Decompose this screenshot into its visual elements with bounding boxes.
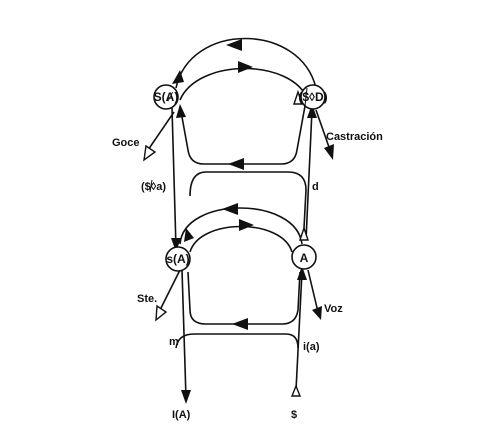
- upper-inner-arc: [179, 67, 309, 101]
- ste-open-arrowhead: [155, 304, 168, 322]
- arrowhead-up-to-a: [297, 266, 307, 280]
- node-a-label: A: [300, 251, 309, 265]
- goce-open-arrowhead: [143, 144, 157, 162]
- arrowhead-upper-frame-left-top: [176, 104, 186, 118]
- vector-s-barred-a-to-s-a: [171, 107, 177, 249]
- node-s-a-label: s(A): [166, 252, 189, 266]
- upper-frame-left: [179, 105, 238, 165]
- arrowhead-castracion: [324, 144, 334, 160]
- vector-a-to-barred-s-lozenge-d: [305, 109, 313, 241]
- arrowhead-upper-frame-bottom: [228, 158, 244, 170]
- label-m: m: [169, 336, 179, 348]
- label-barred-s-group: $: [291, 409, 297, 421]
- node-s-barred-a-label: S(Ⱥ): [154, 90, 179, 104]
- arrowhead-lower-left-end: [184, 228, 194, 242]
- node-barred-s-lozenge-d-label: ($◊D): [298, 90, 327, 104]
- arrowhead-upper-left-end: [172, 70, 184, 84]
- arrowhead-down-to-i-a: [181, 390, 191, 404]
- label-i-capital-a: I(A): [172, 409, 191, 421]
- vector-s-a-to-i-a: [181, 269, 187, 399]
- node-s-barred-a: S(Ⱥ): [153, 84, 179, 110]
- arrowhead-lower-inner: [239, 219, 254, 231]
- upper-frame-right: [238, 105, 306, 165]
- label-voz: Voz: [324, 303, 343, 315]
- arrowhead-lower-frame-bottom: [232, 318, 248, 330]
- label-barred-s-stroke: [149, 179, 153, 193]
- arrowhead-upper-outer: [226, 39, 242, 51]
- vector-barred-s-to-a: [295, 271, 303, 391]
- label-d: d: [312, 181, 319, 193]
- barred-s-stroke: [304, 87, 308, 107]
- bottom-frame: [175, 333, 299, 349]
- lower-inner-arc: [189, 225, 293, 253]
- branch-castracion: [315, 109, 331, 151]
- arrowhead-voz: [312, 306, 322, 320]
- arrowhead-upper-inner: [238, 61, 253, 73]
- label-barred-s: $: [291, 409, 297, 421]
- branch-voz: [307, 269, 319, 313]
- label-i-a: i(a): [303, 341, 320, 353]
- arrowhead-down-to-s-a: [171, 238, 181, 252]
- label-barred-s-lozenge-a-group: ($◊a): [141, 179, 166, 193]
- node-barred-s-lozenge-d: ($◊D): [298, 84, 328, 110]
- middle-frame: [189, 171, 307, 229]
- label-castracion: Castración: [326, 131, 383, 143]
- node-a: A: [291, 244, 317, 270]
- label-goce: Goce: [112, 137, 140, 149]
- arrowhead-up-to-lozenge-d: [307, 104, 317, 118]
- upper-outer-arc: [175, 37, 317, 89]
- branch-ste: [159, 269, 181, 311]
- right-lower-open-triangle: [299, 225, 309, 241]
- lower-frame: [187, 271, 301, 325]
- node-s-a: s(A): [165, 246, 191, 272]
- branch-goce: [147, 111, 175, 151]
- arrowhead-lower-outer: [222, 203, 238, 215]
- barred-s-origin-triangle: [290, 384, 302, 397]
- right-upper-open-triangle: [293, 89, 303, 105]
- label-ste: Ste.: [137, 293, 157, 305]
- label-barred-s-lozenge-a: ($◊a): [141, 181, 166, 193]
